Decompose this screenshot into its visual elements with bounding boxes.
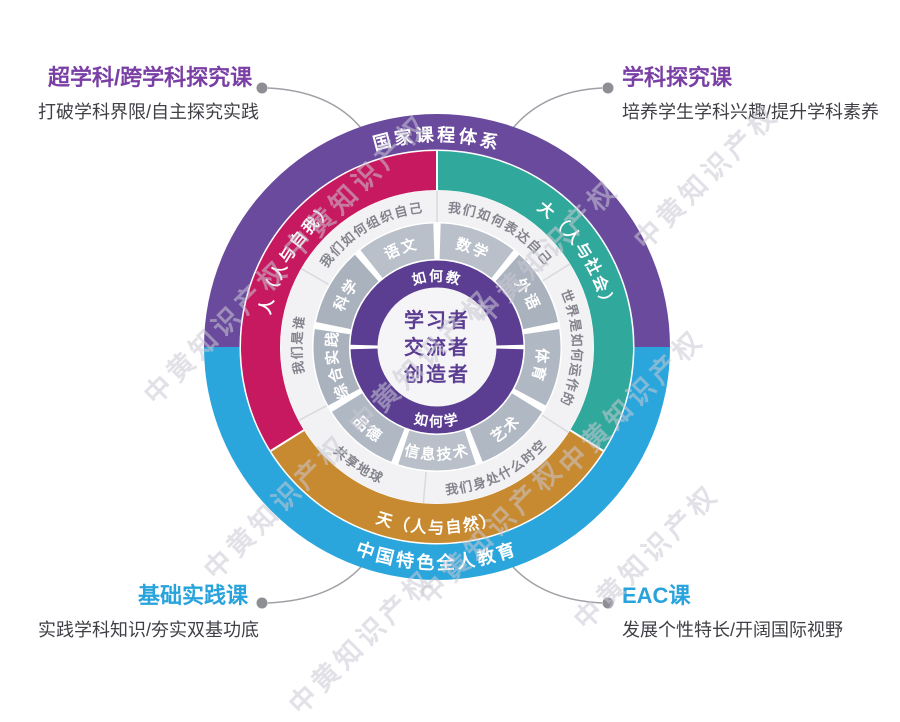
connector-dot-top-left	[256, 82, 268, 94]
theme-ring-divider	[301, 268, 330, 286]
middle-ring-divider	[569, 429, 604, 452]
connector-line-bottom-right	[512, 566, 603, 604]
center-line: 交流者	[404, 335, 470, 359]
callout-subtitle: 实践学科知识/夯实双基功底	[38, 620, 259, 641]
theme-ring-divider	[298, 404, 328, 422]
middle-ring-segment	[240, 151, 437, 451]
inner-ring-segment	[350, 260, 524, 346]
subject-segment	[360, 223, 435, 278]
subject-segment	[469, 393, 543, 462]
connector-line-bottom-left	[267, 566, 362, 604]
connector-dot-top-right	[602, 82, 614, 94]
callout-basic-practice-course: 基础实践课 实践学科知识/夯实双基功底	[38, 583, 259, 642]
curriculum-wheel: 国家课程体系中国特色全人教育大（人与社会）天（人与自然）人（人与自我）我们如何表…	[204, 82, 670, 609]
inner-ring-segment	[350, 348, 524, 434]
callout-eac-course: EAC课 发展个性特长/开阔国际视野	[622, 583, 843, 642]
middle-ring-segment	[437, 151, 633, 451]
subject-segment	[331, 393, 405, 462]
center-circle	[377, 287, 497, 407]
middle-ring-segment	[270, 430, 604, 543]
callout-subtitle: 发展个性特长/开阔国际视野	[622, 620, 843, 641]
subject-segment	[495, 254, 558, 330]
inner-ring-label: 如何学	[413, 411, 462, 430]
subject-segment	[398, 430, 476, 471]
outer-ring-segment	[204, 347, 670, 580]
theme-ring-divider	[541, 414, 569, 433]
connectors	[256, 82, 614, 609]
subject-label: 体育	[528, 347, 552, 384]
connector-line-top-left	[267, 87, 362, 129]
connector-line-top-right	[512, 87, 603, 129]
theme-ring-divider	[542, 263, 571, 282]
connector-dot-bottom-left	[256, 597, 268, 609]
callout-transdisciplinary-course: 超学科/跨学科探究课 打破学科界限/自主探究实践	[38, 65, 259, 124]
subject-label: 信息技术	[403, 441, 472, 464]
callout-title: EAC课	[622, 583, 691, 608]
callout-title: 超学科/跨学科探究课	[48, 65, 253, 90]
center-line: 学习者	[404, 308, 470, 332]
subject-segment	[313, 329, 360, 406]
subject-segment	[316, 254, 379, 330]
ring-separator	[239, 149, 635, 545]
callout-subtitle: 培养学生学科兴趣/提升学科素养	[622, 102, 879, 123]
subject-segment	[514, 329, 561, 406]
middle-ring-divider	[270, 429, 305, 452]
connector-dot-bottom-right	[602, 597, 614, 609]
callout-title: 基础实践课	[137, 583, 248, 608]
callout-subject-inquiry-course: 学科探究课 培养学生学科兴趣/提升学科素养	[622, 65, 879, 124]
inner-ring-label: 如何教	[410, 268, 463, 288]
wheel-rings: 国家课程体系中国特色全人教育大（人与社会）天（人与自然）人（人与自我）我们如何表…	[204, 114, 670, 580]
center-line: 创造者	[403, 362, 470, 386]
callout-subtitle: 打破学科界限/自主探究实践	[38, 102, 259, 123]
outer-ring-segment	[204, 114, 670, 347]
theme-ring-divider	[422, 470, 427, 503]
subject-segment	[439, 223, 514, 278]
infographic-stage: 国家课程体系中国特色全人教育大（人与社会）天（人与自然）人（人与自我）我们如何表…	[38, 65, 879, 720]
callout-title: 学科探究课	[622, 65, 733, 90]
